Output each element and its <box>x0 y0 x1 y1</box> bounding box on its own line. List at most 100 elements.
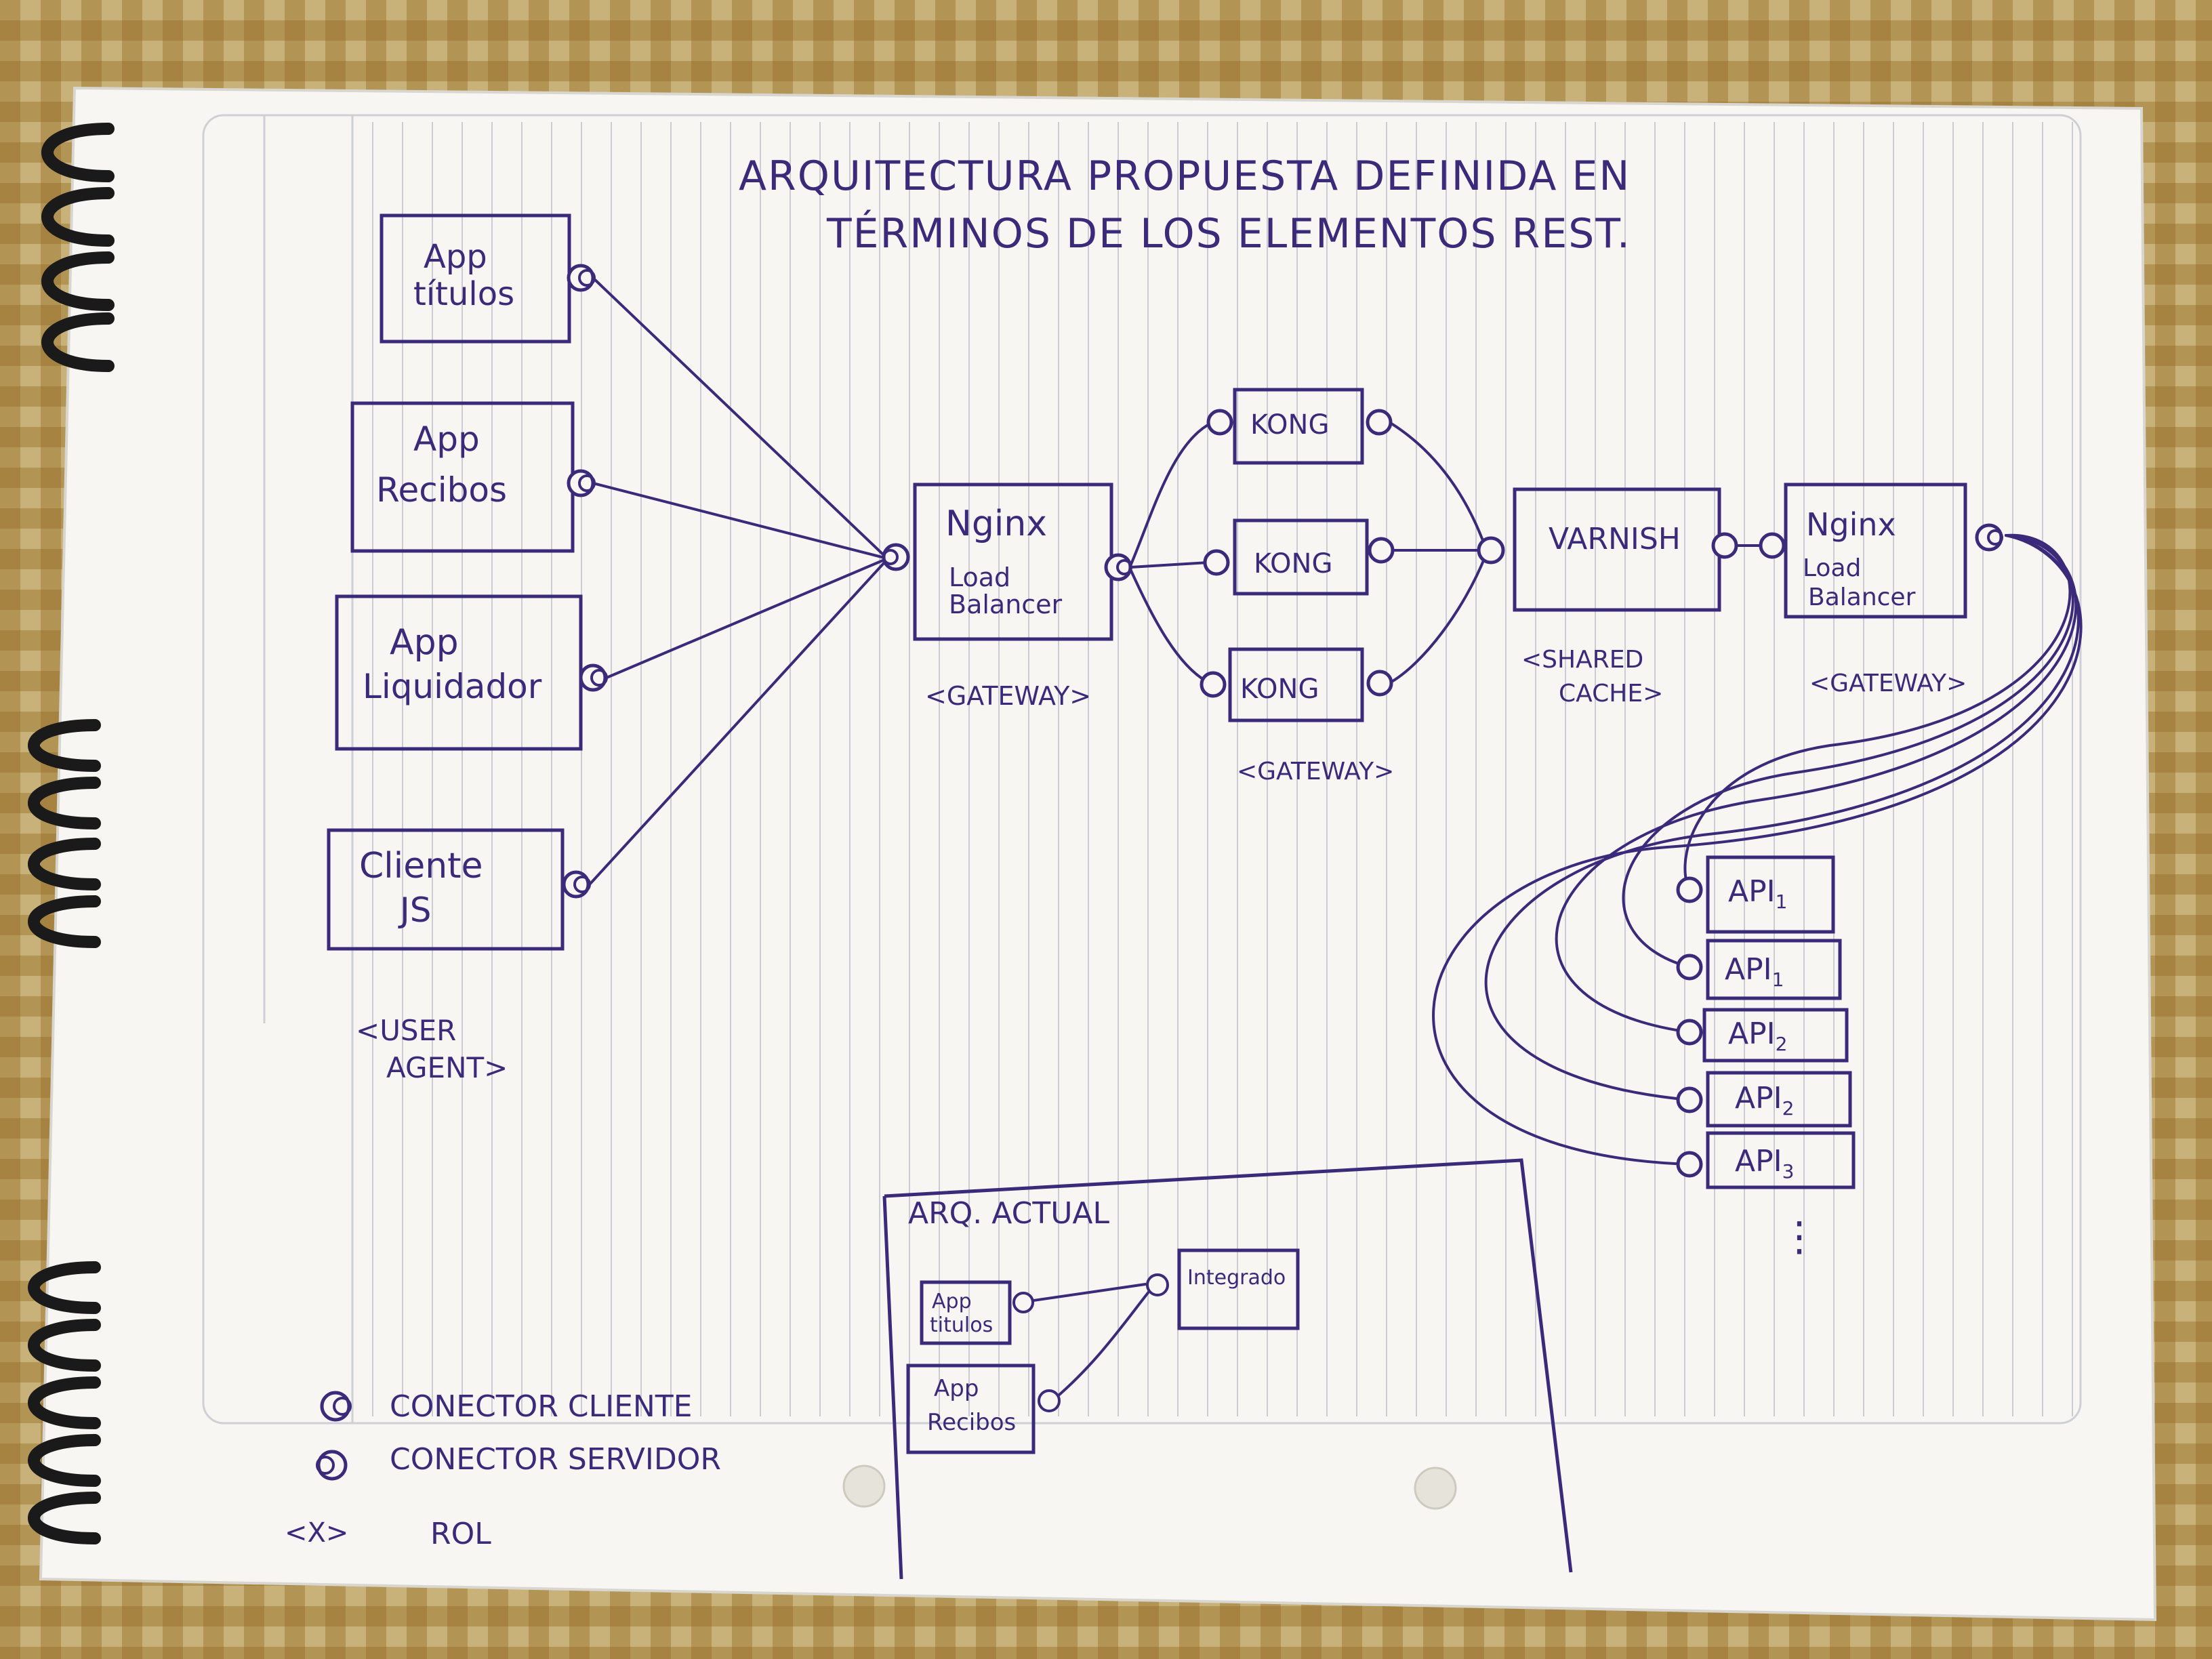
api-box-1: API1 <box>1676 855 1835 934</box>
api-5-sub: 3 <box>1782 1160 1795 1183</box>
edge-arq-recibos-integrador <box>1052 1286 1153 1401</box>
legend-client: CONECTOR CLIENTE <box>320 1389 692 1424</box>
server-connector-icon <box>1676 876 1703 903</box>
legend-role-symbol: <X> <box>285 1517 348 1549</box>
svg-text:API1: API1 <box>1728 874 1787 913</box>
edge-kong-1-varnish <box>1388 421 1487 549</box>
kong-2-label: KONG <box>1254 548 1332 579</box>
kong-gateways: KONG KONG KONG <GATEWAY> <box>1200 388 1395 785</box>
api-3-sub: 2 <box>1776 1033 1788 1055</box>
api-box-2: API1 <box>1676 939 1842 1000</box>
kong-box-2: KONG <box>1203 518 1395 596</box>
edge-nginx2-api-4 <box>1484 534 2080 1101</box>
arq-app-titulos-label-1: App <box>932 1290 972 1313</box>
edge-app-recibos-nginx <box>592 482 886 559</box>
api-5-name: API <box>1735 1144 1782 1179</box>
svg-text:API3: API3 <box>1735 1144 1794 1183</box>
nginx-2-label-1: Nginx <box>1806 506 1896 543</box>
integrador-box: Integrado <box>1146 1248 1300 1330</box>
api-1-name: API <box>1728 874 1776 909</box>
kong-box-1: KONG <box>1206 388 1393 465</box>
legend-client-label: CONECTOR CLIENTE <box>390 1389 692 1424</box>
edge-app-liquidador-nginx <box>605 558 886 679</box>
server-connector-icon <box>1477 536 1505 565</box>
varnish-role-1: <SHARED <box>1521 646 1643 674</box>
legend-role-label: ROL <box>430 1517 491 1551</box>
svg-text:API2: API2 <box>1735 1081 1794 1120</box>
apis-ellipsis: ⋮ <box>1779 1213 1820 1261</box>
arq-actual-inset: ARQ. ACTUAL App titulos App Recibos Inte… <box>882 1158 1573 1580</box>
app-recibos-label-2: Recibos <box>376 470 507 510</box>
server-connector-icon <box>1676 1019 1703 1046</box>
edge-nginx-kong-1 <box>1129 421 1214 567</box>
server-connector-icon <box>1676 1086 1703 1113</box>
api-box-4: API2 <box>1676 1071 1852 1128</box>
nginx-2-label-2: Load <box>1803 554 1861 582</box>
arq-actual-title: ARQ. ACTUAL <box>908 1196 1110 1231</box>
diagram-title: ARQUITECTURA PROPUESTA DEFINIDA EN TÉRMI… <box>739 152 1631 258</box>
varnish-role-2: CACHE> <box>1559 680 1663 708</box>
app-titulos-label-2: títulos <box>413 275 514 313</box>
app-recibos-label-1: App <box>413 419 480 459</box>
api-3-name: API <box>1728 1017 1776 1051</box>
nginx-1-role: <GATEWAY> <box>925 681 1091 711</box>
app-titulos-label-1: App <box>424 238 487 276</box>
notebook-page <box>39 86 2157 1622</box>
legend-role: <X> ROL <box>285 1517 491 1551</box>
nginx-1-label-3: Balancer <box>949 590 1063 619</box>
legend: CONECTOR CLIENTE CONECTOR SERVIDOR <X> R… <box>285 1389 721 1551</box>
cliente-js-box: Cliente JS <box>327 828 591 951</box>
app-recibos-box: App Recibos <box>350 401 596 553</box>
svg-text:API2: API2 <box>1728 1017 1787 1055</box>
edge-nginx-kong-3 <box>1129 568 1214 686</box>
arq-app-recibos-label-2: Recibos <box>927 1409 1016 1436</box>
client-connector-icon <box>1366 409 1393 436</box>
api-1-sub: 1 <box>1776 890 1788 913</box>
server-connector-icon <box>1676 954 1703 981</box>
spiral-binding <box>28 123 115 1544</box>
api-4-name: API <box>1735 1081 1782 1115</box>
title-line-1: ARQUITECTURA PROPUESTA DEFINIDA EN <box>739 152 1631 200</box>
nginx-2-label-3: Balancer <box>1808 583 1916 611</box>
nginx-1-label-1: Nginx <box>945 504 1047 544</box>
user-agent-role-1: <USER <box>356 1014 456 1047</box>
edge-nginx2-api-5 <box>1432 534 2083 1166</box>
client-connector-icon <box>1711 532 1738 559</box>
cliente-js-label-2: JS <box>398 890 431 930</box>
nginx-1-label-2: Load <box>949 562 1010 592</box>
kong-role: <GATEWAY> <box>1237 758 1394 785</box>
client-connector-icon <box>1038 1389 1061 1412</box>
client-connector-icon <box>1012 1292 1034 1313</box>
edge-app-titulos-nginx <box>592 276 886 557</box>
server-connector-icon <box>1146 1273 1169 1296</box>
app-liquidador-box: App Liquidador <box>335 594 608 751</box>
nginx-2-role: <GATEWAY> <box>1809 670 1967 697</box>
connections <box>588 276 2083 1401</box>
kong-box-3: KONG <box>1200 647 1393 722</box>
client-connector-icon <box>1368 537 1395 564</box>
edge-cliente-js-nginx <box>588 561 886 886</box>
user-agents: App títulos App Recibos App Liquidador C… <box>327 213 608 1084</box>
cliente-js-label-1: Cliente <box>359 846 483 886</box>
arq-app-titulos-box: App titulos <box>920 1280 1034 1345</box>
server-connector-icon <box>1206 409 1233 436</box>
arq-app-recibos-box: App Recibos <box>906 1364 1061 1454</box>
api-box-3: API2 <box>1676 1008 1849 1063</box>
kong-3-label: KONG <box>1240 674 1319 705</box>
legend-server-label: CONECTOR SERVIDOR <box>390 1442 721 1477</box>
punch-hole <box>842 1465 886 1508</box>
varnish-label: VARNISH <box>1549 522 1681 556</box>
user-agent-role-2: AGENT> <box>386 1051 508 1084</box>
edge-nginx-kong-2 <box>1129 561 1210 569</box>
nginx-load-balancer-1: Nginx Load Balancer <GATEWAY> <box>882 483 1132 711</box>
server-connector-icon <box>1759 532 1786 559</box>
api-box-5: API3 <box>1676 1131 1856 1189</box>
integrador-label: Integrado <box>1187 1266 1286 1290</box>
app-titulos-box: App títulos <box>380 213 596 344</box>
nginx-load-balancer-2: Nginx Load Balancer <GATEWAY> <box>1759 483 2003 697</box>
varnish-cache: VARNISH <SHARED CACHE> <box>1477 487 1738 708</box>
server-connector-icon <box>1676 1151 1703 1178</box>
svg-text:API1: API1 <box>1725 952 1784 991</box>
api-2-sub: 1 <box>1772 968 1784 991</box>
